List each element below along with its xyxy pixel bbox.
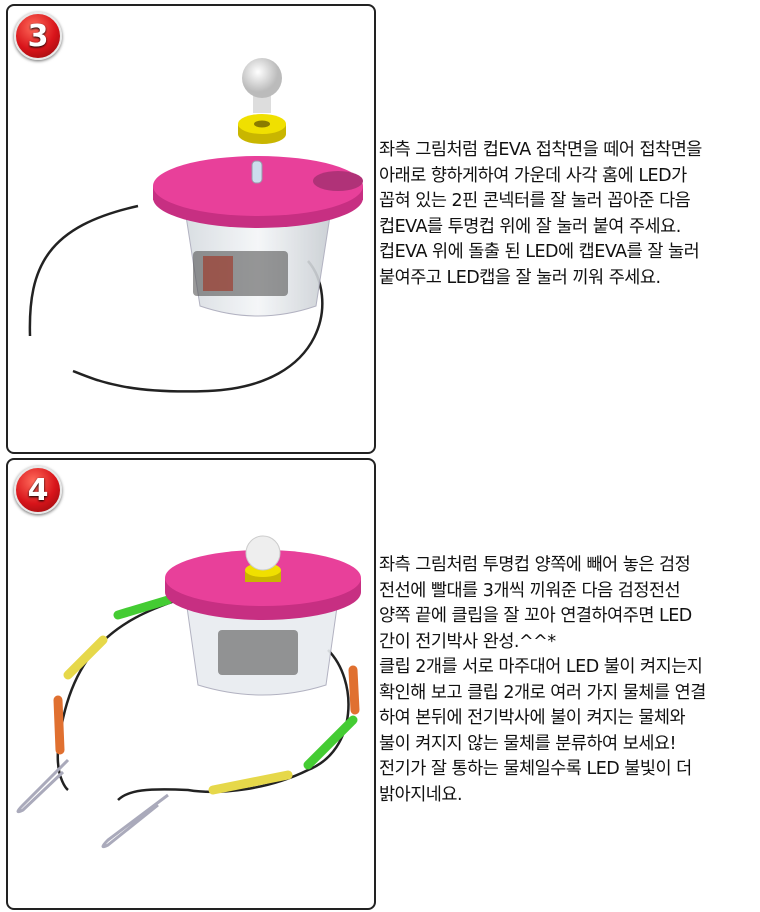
step-3-illustration — [28, 58, 363, 393]
step-3-panel: 3 — [6, 4, 376, 454]
step-4-panel: 4 — [6, 458, 376, 910]
step-4-illustration — [16, 535, 361, 849]
step-4-description: 좌측 그림처럼 투명컵 양쪽에 빼어 놓은 검정 전선에 빨대를 3개씩 끼워준… — [379, 555, 706, 805]
step-3-description: 좌측 그림처럼 컵EVA 접착면을 떼어 접착면을 아래로 향하게하여 가운데 … — [379, 140, 702, 288]
step-number-badge: 3 — [14, 12, 62, 60]
step-number-badge: 4 — [14, 466, 62, 514]
